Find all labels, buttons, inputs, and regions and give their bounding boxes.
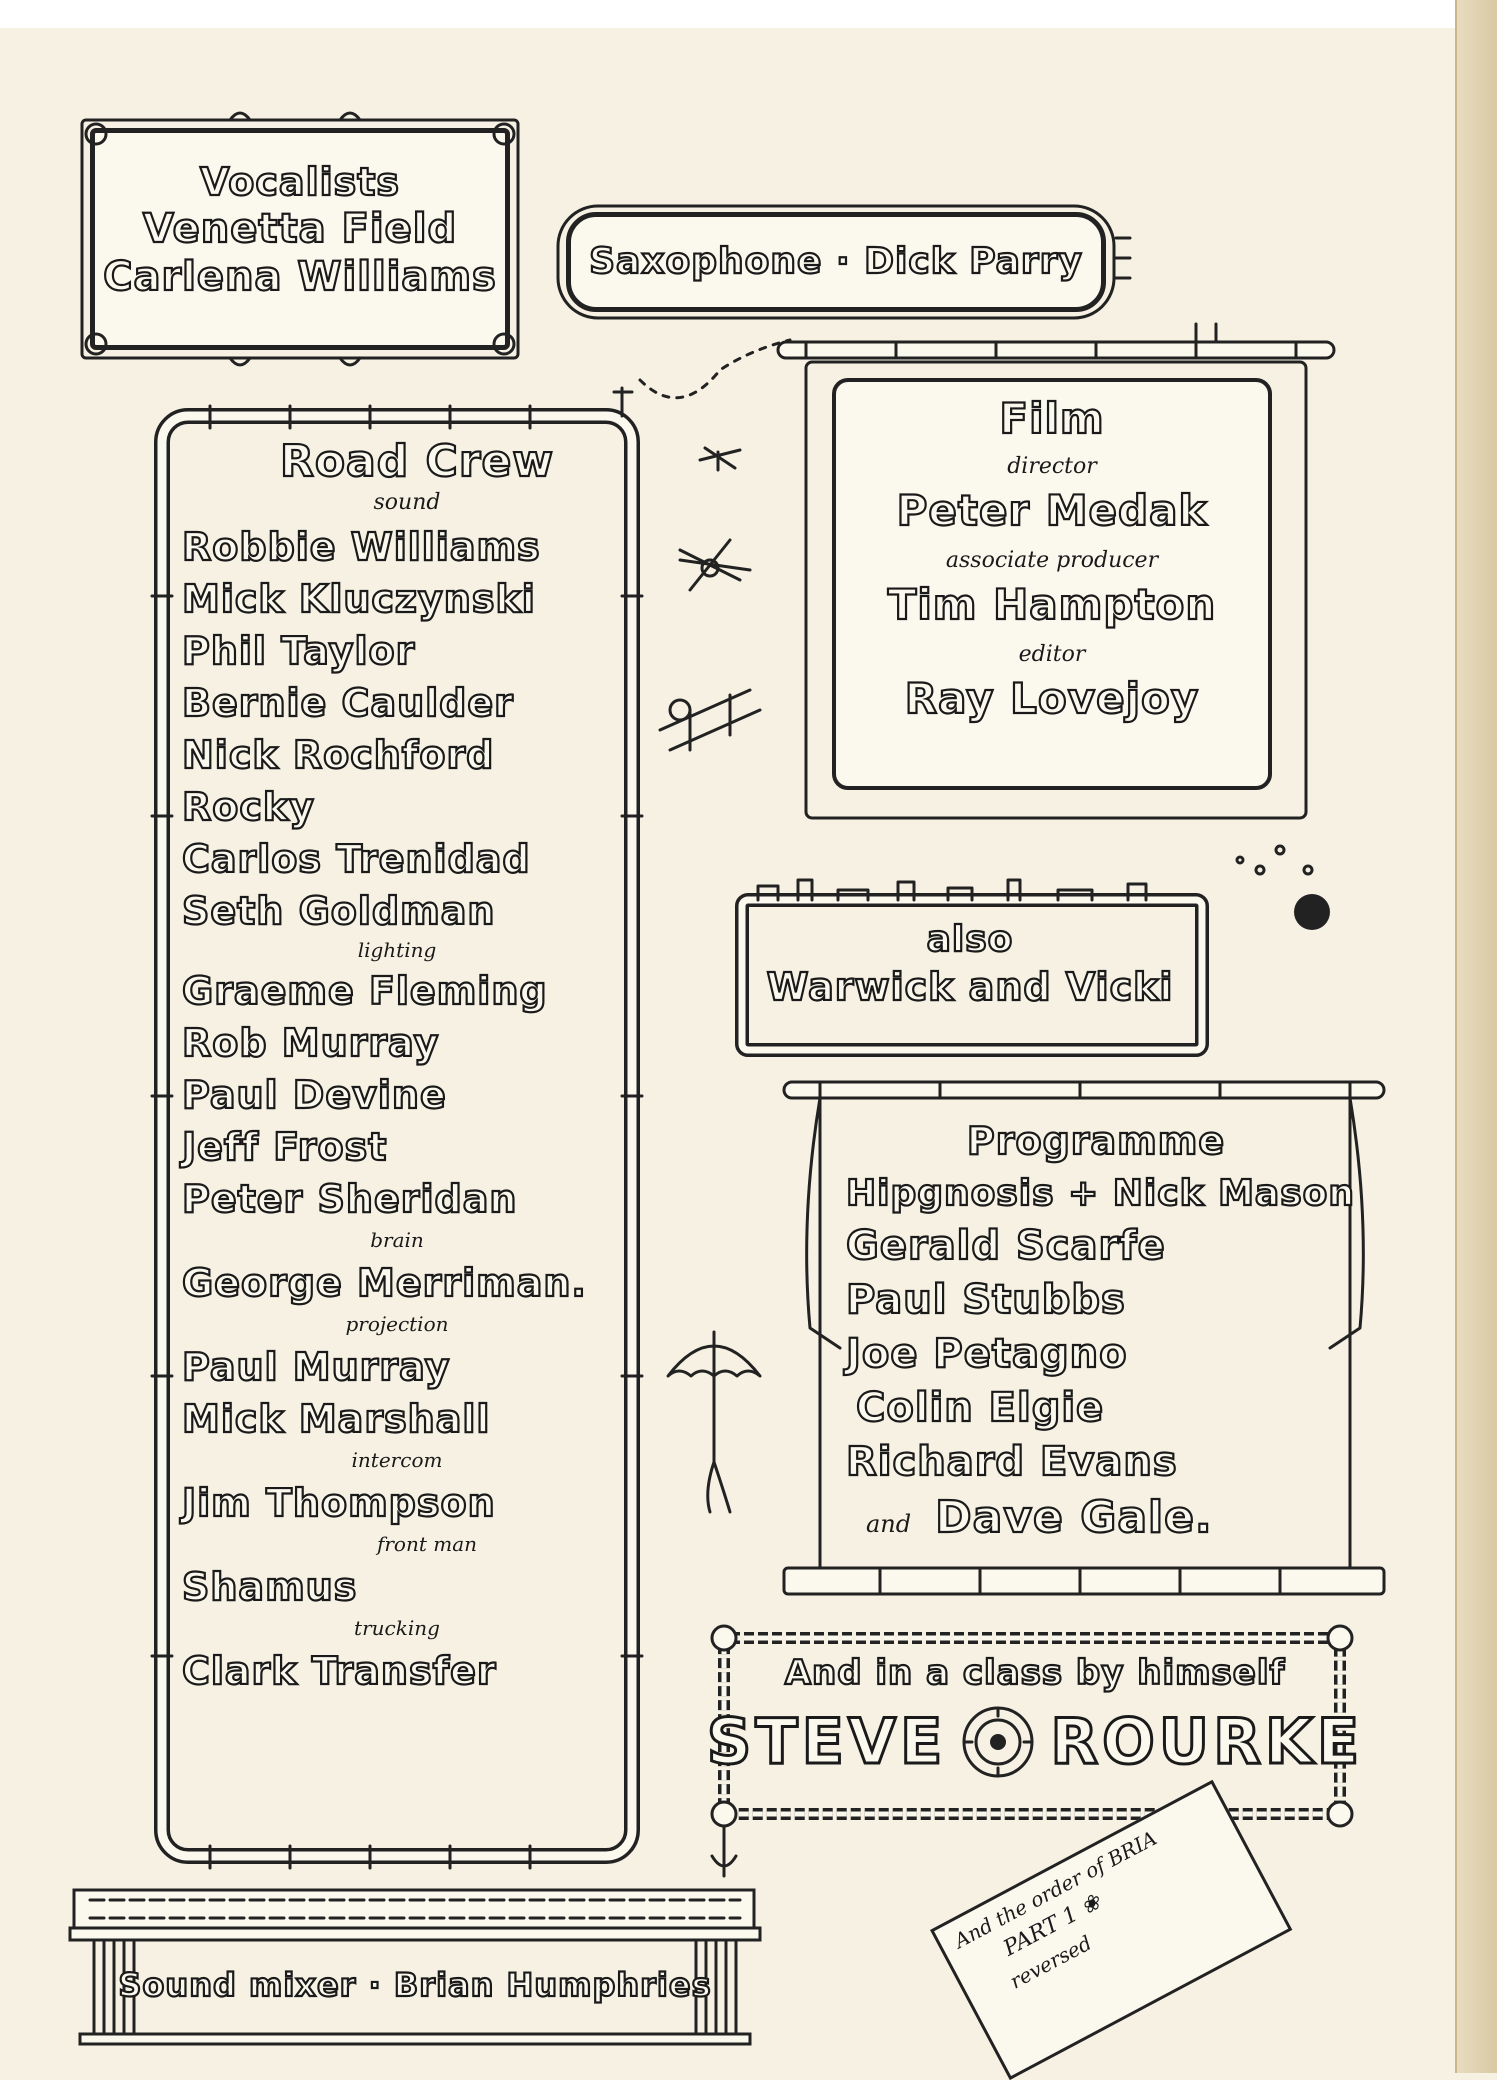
programme-credit: Paul Stubbs bbox=[845, 1277, 1126, 1323]
also-credit: Warwick and Vicki bbox=[765, 965, 1174, 1009]
crew-member: Bernie Caulder bbox=[181, 681, 514, 725]
crew-role-label: front man bbox=[376, 1532, 478, 1556]
crew-member: Peter Sheridan bbox=[181, 1177, 518, 1221]
also-panel: also Warwick and Vicki bbox=[760, 919, 1180, 1040]
vocalists-heading: Vocalists bbox=[199, 160, 401, 204]
crew-role-label: lighting bbox=[357, 938, 437, 962]
film-role-label: associate producer bbox=[945, 548, 1159, 573]
saxophone-pipe-ornament bbox=[556, 204, 1132, 320]
saxophone-credit: Saxophone · Dick Parry bbox=[588, 241, 1083, 282]
crew-role-label: trucking bbox=[354, 1616, 440, 1640]
bubbles-icon bbox=[1235, 844, 1330, 930]
rourke-first-name: STEVE bbox=[705, 1705, 947, 1778]
programme-credit: Dave Gale. bbox=[934, 1492, 1213, 1543]
film-heading: Film bbox=[998, 394, 1105, 443]
crew-role-label: intercom bbox=[351, 1448, 443, 1472]
crew-member: Graeme Fleming bbox=[181, 969, 548, 1013]
film-credit-name: Ray Lovejoy bbox=[904, 674, 1200, 723]
film-role-label: director bbox=[1007, 454, 1097, 479]
crew-member: Rob Murray bbox=[181, 1021, 440, 1065]
rourke-name-row: STEVE ROURKE bbox=[705, 1704, 1364, 1780]
crew-member: Seth Goldman bbox=[181, 889, 496, 933]
saxophone-panel: Saxophone · Dick Parry bbox=[566, 212, 1106, 312]
crew-member: Paul Devine bbox=[181, 1073, 447, 1117]
vocalists-panel: Vocalists Venetta Field Carlena Williams bbox=[90, 128, 510, 350]
programme-credit: Richard Evans bbox=[845, 1439, 1178, 1485]
programme-credit: Colin Elgie bbox=[855, 1385, 1105, 1431]
rourke-rope-frame bbox=[710, 1624, 1354, 1878]
also-heading: also bbox=[925, 919, 1014, 960]
film-screen-rail bbox=[776, 322, 1336, 820]
road-crew-panel: Road Crew sound Robbie Williams Mick Klu… bbox=[181, 436, 612, 1840]
rourke-last-name: ROURKE bbox=[1049, 1705, 1364, 1778]
crew-member: Mick Marshall bbox=[181, 1397, 491, 1441]
programme-credit: Joe Petagno bbox=[845, 1331, 1128, 1377]
film-credit-name: Peter Medak bbox=[895, 486, 1208, 535]
crew-role-label: projection bbox=[345, 1312, 449, 1336]
programme-credit: Hipgnosis + Nick Mason bbox=[845, 1173, 1355, 1214]
rourke-medallion-icon bbox=[962, 1706, 1034, 1778]
crew-member: Rocky bbox=[181, 785, 315, 829]
crew-role-label: brain bbox=[370, 1228, 424, 1252]
rourke-tagline: And in a class by himself bbox=[784, 1653, 1286, 1693]
crew-member: Jeff Frost bbox=[181, 1125, 388, 1169]
crew-member: Paul Murray bbox=[181, 1345, 451, 1389]
vocalist-name: Venetta Field bbox=[142, 206, 458, 252]
crew-member: Phil Taylor bbox=[181, 629, 416, 673]
film-credit-name: Tim Hampton bbox=[887, 580, 1217, 629]
film-panel: Film director Peter Medak associate prod… bbox=[832, 378, 1272, 790]
sound-mixer-temple-frame bbox=[68, 1888, 762, 2046]
vocalists-frame-ornament bbox=[80, 111, 520, 367]
film-role-label: editor bbox=[1018, 642, 1086, 667]
vocalist-name: Carlena Williams bbox=[102, 254, 497, 300]
crew-member: Jim Thompson bbox=[181, 1481, 496, 1525]
programme-stage-frame bbox=[782, 1080, 1386, 1596]
crew-member: Shamus bbox=[181, 1565, 358, 1609]
road-crew-heading: Road Crew bbox=[279, 436, 555, 487]
biplane-icons bbox=[638, 338, 792, 752]
page-top-margin bbox=[0, 0, 1497, 28]
crew-member: Clark Transfer bbox=[181, 1649, 497, 1693]
programme-credit: Gerald Scarfe bbox=[845, 1223, 1166, 1269]
page-spine-edge bbox=[1455, 0, 1497, 2073]
programme-and-label: and bbox=[866, 1510, 912, 1538]
rourke-panel: And in a class by himself STEVE ROURKE bbox=[705, 1653, 1361, 1816]
also-shelf-frame bbox=[735, 878, 1209, 1057]
crew-member: Mick Kluczynski bbox=[181, 577, 536, 621]
sound-mixer-panel: Sound mixer · Brian Humphries bbox=[117, 1950, 711, 2020]
road-crew-pipe-frame bbox=[150, 386, 644, 1870]
programme-panel: Programme Hipgnosis + Nick Mason Gerald … bbox=[845, 1119, 1355, 1582]
programme-heading: Programme bbox=[966, 1119, 1226, 1163]
crew-member: George Merriman. bbox=[181, 1261, 587, 1305]
crew-member: Nick Rochford bbox=[181, 733, 495, 777]
crew-member: Robbie Williams bbox=[181, 525, 541, 569]
programme-last-line: and Dave Gale. bbox=[866, 1492, 1213, 1543]
sound-mixer-credit: Sound mixer · Brian Humphries bbox=[117, 1966, 712, 2004]
crew-member: Carlos Trenidad bbox=[181, 837, 531, 881]
umbrella-icon bbox=[666, 1330, 762, 1514]
crew-role-label: sound bbox=[373, 490, 441, 515]
